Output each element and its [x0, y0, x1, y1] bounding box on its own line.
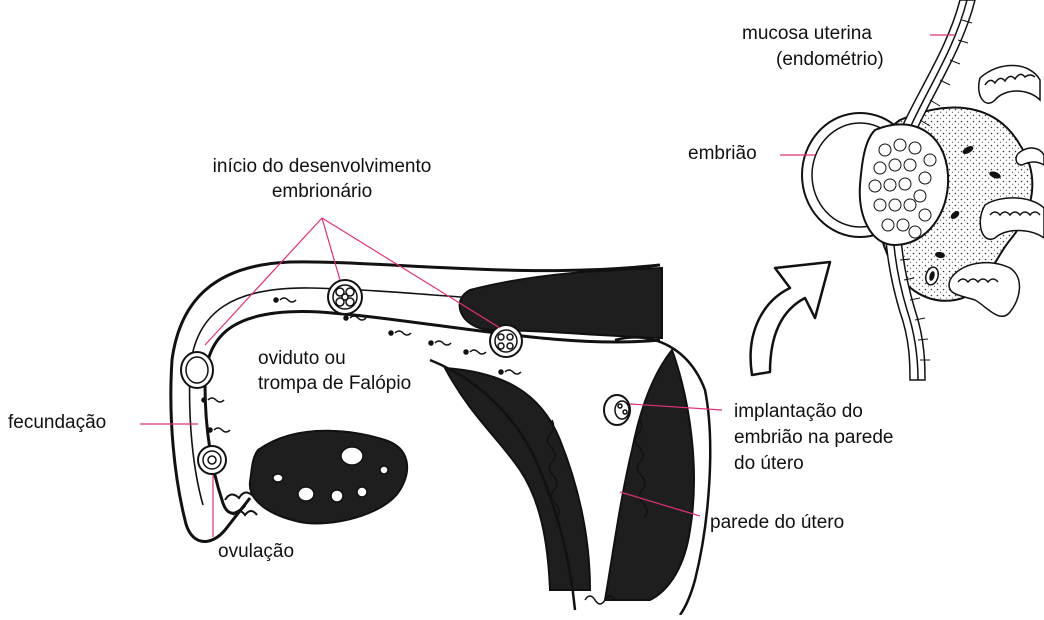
blastocyst [490, 325, 522, 357]
label-oviduto-line2: trompa de Falópio [258, 372, 411, 396]
fertilized-egg [181, 352, 213, 388]
label-embriao: embrião [688, 142, 757, 166]
uterus [430, 337, 710, 615]
ovulating-egg [198, 446, 226, 474]
label-mucosa-line1: mucosa uterina [742, 22, 872, 46]
label-ovulacao: ovulação [218, 540, 294, 564]
label-implantacao-line1: implantação do [734, 400, 863, 424]
uterine-tissue-upper [460, 268, 662, 338]
label-fecundacao: fecundação [8, 411, 106, 435]
morula [328, 280, 362, 314]
label-implantacao-line3: do útero [734, 452, 804, 476]
label-oviduto-line1: oviduto ou [258, 347, 346, 371]
label-implantacao-line2: embrião na parede [734, 426, 894, 450]
label-mucosa-line2: (endométrio) [776, 48, 884, 72]
curved-arrow [751, 262, 830, 375]
label-inicio-line2: embrionário [167, 180, 477, 204]
implanting-embryo [604, 395, 630, 425]
label-inicio-line1: início do desenvolvimento [167, 155, 477, 179]
label-parede: parede do útero [710, 511, 844, 535]
